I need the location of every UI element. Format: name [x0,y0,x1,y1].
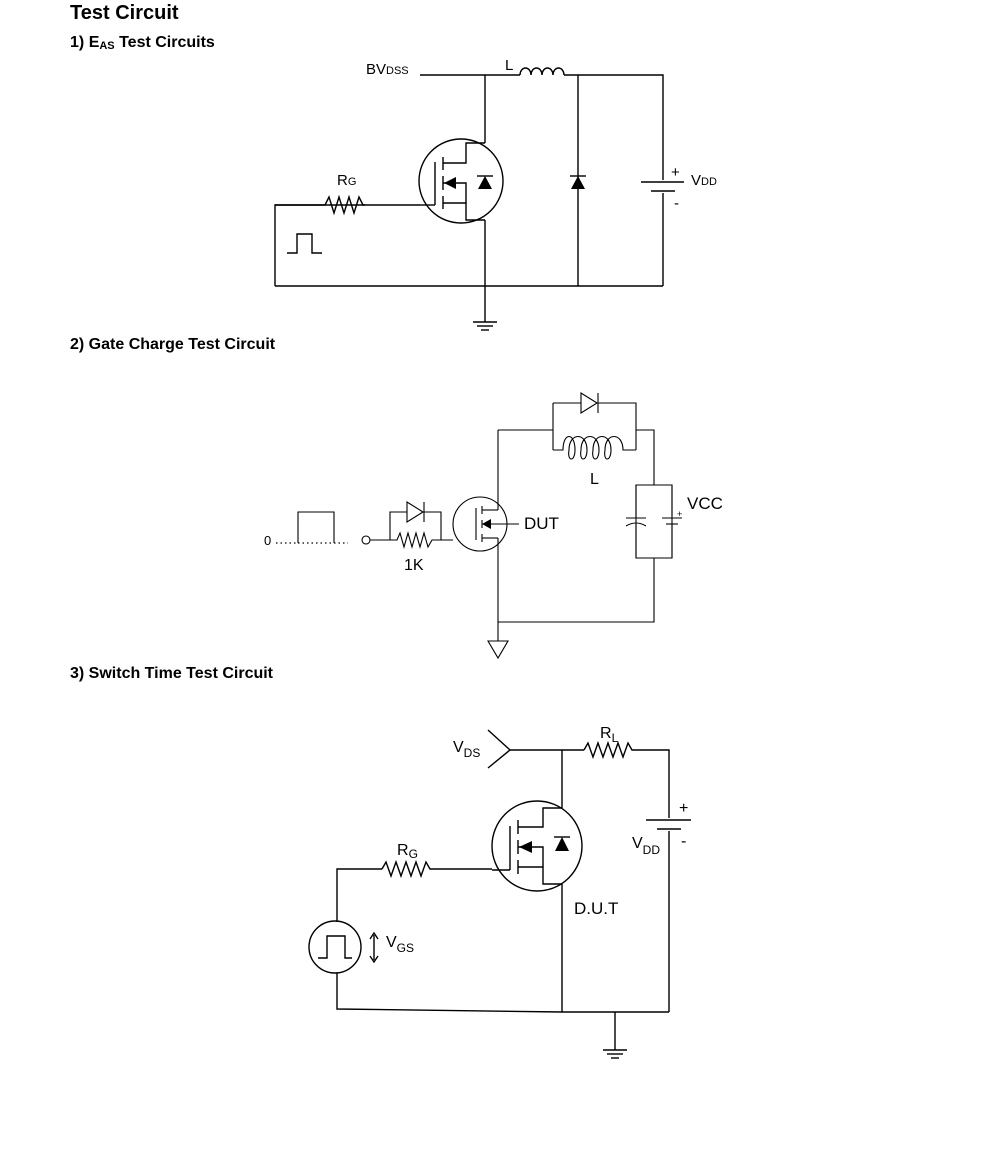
zero-level-label: 0 [264,533,271,548]
page-title: Test Circuit [70,2,179,24]
section-heading-eas: 1) EAS Test Circuits [70,34,215,52]
section-title-rest: Test Circuits [114,34,215,51]
gate-resistor-label: RG [337,172,356,189]
gate-diode-symbol [406,501,425,523]
vcc-label: VCC [687,494,723,513]
vcc-battery-symbol [662,485,682,558]
section-number: 1) [70,34,85,51]
ground-symbol [487,640,509,660]
vgs-label: VGS [386,934,414,955]
gate-resistor-symbol [381,859,492,879]
section-title-main: E [88,34,100,51]
load-resistor-symbol [583,740,670,818]
inductor-label: L [590,471,599,488]
dut-label: DUT [524,514,559,533]
1k-resistor-symbol [390,530,453,550]
eas-test-circuit: BVDSS L RG + - VDD [274,57,717,331]
gate-resistor-symbol [324,194,420,216]
battery-plus-label: + [671,164,680,181]
battery-minus-label: - [681,833,686,850]
vdd-battery-symbol [646,819,691,830]
capacitor-symbol [625,485,647,558]
vdd-label: VDD [691,172,717,189]
gate-charge-test-circuit: 0 1K DUT L VCC + [264,392,723,660]
ground-symbol [473,321,497,331]
pulse-source-symbol [287,233,322,254]
section-heading-switch-time: 3) Switch Time Test Circuit [70,665,274,682]
dut-mosfet-symbol [452,496,519,552]
vds-input-arrow [487,729,512,769]
ground-symbol [603,1049,627,1059]
vgs-arrow-symbol [369,931,379,964]
top-right-wire [564,74,664,180]
input-terminal-symbol [361,535,371,545]
battery-plus-label: + [679,800,688,817]
dut-label: D.U.T [574,899,618,918]
vds-label: VDS [453,739,480,760]
switch-time-test-circuit: VDS RL RG VGS VDD + - D.U.T [308,725,691,1059]
section-heading-gate-charge: 2) Gate Charge Test Circuit [70,336,276,353]
flyback-diode-symbol [580,392,599,414]
gate-pulse-symbol [297,511,335,543]
section-title-sub: AS [99,40,115,52]
bvdss-label: BVDSS [366,61,409,78]
inductor-symbol [519,67,565,76]
battery-minus-label: - [674,195,679,212]
load-resistor-label: RL [600,725,619,745]
resistor-value-label: 1K [404,557,424,574]
inductor-symbol [553,435,636,460]
mosfet-symbol [418,138,504,224]
freewheel-diode-symbol [570,175,586,189]
gate-resistor-label: RG [397,842,418,861]
battery-symbol [641,181,684,192]
vdd-label: VDD [632,835,660,857]
vcc-plus-label: + [677,509,682,519]
pulse-source-symbol [308,920,362,974]
inductor-label: L [505,57,513,74]
dut-mosfet-symbol [491,800,583,892]
